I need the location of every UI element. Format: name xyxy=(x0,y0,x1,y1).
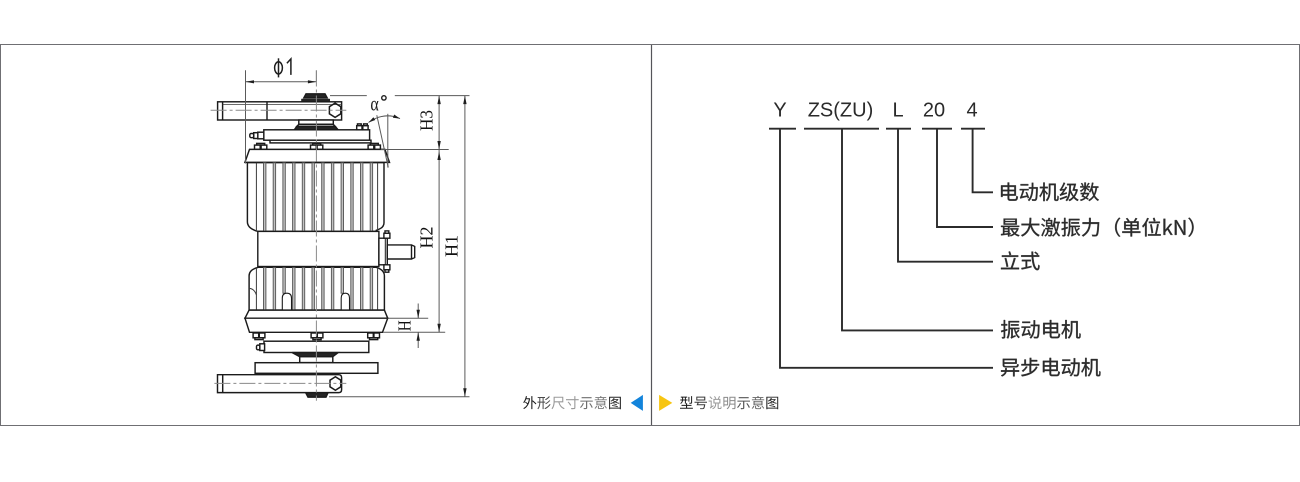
svg-text:H: H xyxy=(395,320,415,331)
svg-text:4: 4 xyxy=(966,100,977,122)
svg-text:α: α xyxy=(370,92,378,116)
svg-text:H1: H1 xyxy=(442,235,462,257)
svg-text:20: 20 xyxy=(923,100,945,122)
svg-text:Y: Y xyxy=(773,100,786,122)
svg-text:ZS(ZU): ZS(ZU) xyxy=(808,100,874,122)
svg-text:L: L xyxy=(892,100,903,122)
svg-text:H2: H2 xyxy=(417,227,437,249)
svg-text:H3: H3 xyxy=(417,110,437,131)
